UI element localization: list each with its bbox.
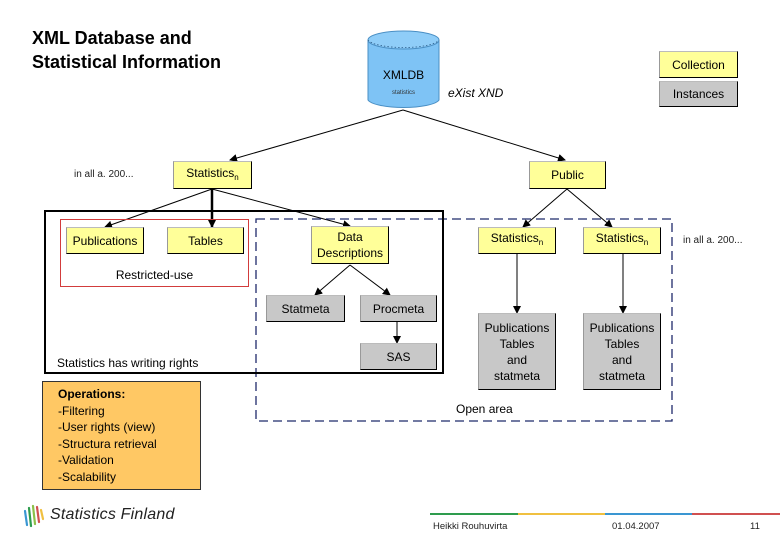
slide-title-line1: XML Database and xyxy=(32,28,192,48)
edge-public-stat2 xyxy=(566,188,613,228)
legend-collection-label: Collection xyxy=(672,57,725,72)
operations-item: -User rights (view) xyxy=(58,420,156,434)
node-public-statistics-1-label: Statisticsn xyxy=(490,231,544,247)
node-tables[interactable]: Tables xyxy=(167,227,244,254)
restricted-use-label: Restricted-use xyxy=(115,268,194,282)
footer-author: Heikki Rouhuvirta xyxy=(433,521,508,532)
statistics-finland-logo-icon xyxy=(23,504,45,528)
edge-xmldb-public xyxy=(402,109,566,162)
node-public-statistics-1[interactable]: Statisticsn xyxy=(478,227,556,254)
public-count-note: in all a. 200... xyxy=(683,235,743,246)
statistics-write-area xyxy=(44,210,444,374)
node-procmeta-label: Procmeta xyxy=(372,301,425,316)
footer-bar-green xyxy=(430,513,518,515)
slide-title: XML Database and Statistical Information xyxy=(32,26,221,74)
node-public[interactable]: Public xyxy=(529,161,606,189)
writing-rights-label: Statistics has writing rights xyxy=(57,356,199,370)
node-tables-label: Tables xyxy=(188,233,223,248)
edge-datadesc-statmeta xyxy=(314,264,351,296)
statistics-count-note: in all a. 200... xyxy=(74,169,134,180)
database-engine-note: eXist XND xyxy=(448,86,504,100)
xmldb-label: XMLDB xyxy=(382,68,425,82)
database-cylinder-icon xyxy=(367,30,440,108)
node-public-statistics-2-label: Statisticsn xyxy=(595,231,649,247)
slide-title-line2: Statistical Information xyxy=(32,52,222,72)
node-statistics[interactable]: Statisticsn xyxy=(173,161,252,189)
operations-item: -Structura retrieval xyxy=(58,436,157,451)
node-sas[interactable]: SAS xyxy=(360,343,437,370)
footer-page-number: 11 xyxy=(750,521,760,532)
node-public-label: Public xyxy=(551,168,584,182)
legend-collection: Collection xyxy=(659,51,738,78)
node-procmeta[interactable]: Procmeta xyxy=(360,295,437,322)
operations-panel: Operations: -Filtering -User rights (vie… xyxy=(42,381,201,490)
node-statmeta-label: Statmeta xyxy=(281,301,330,316)
node-statmeta[interactable]: Statmeta xyxy=(266,295,345,322)
xmldb-database: XMLDB statistics xyxy=(367,30,440,110)
operations-item: -Validation xyxy=(58,453,114,467)
legend-instances: Instances xyxy=(659,81,738,107)
operations-heading: Operations: xyxy=(58,387,126,401)
operations-item: -Scalability xyxy=(58,469,117,484)
legend-instances-label: Instances xyxy=(672,87,725,101)
footer-bar-blue xyxy=(605,513,692,515)
operations-item: -Filtering xyxy=(58,403,105,418)
open-area-label: Open area xyxy=(456,402,513,416)
node-publications[interactable]: Publications xyxy=(66,227,144,254)
node-public-statistics-2[interactable]: Statisticsn xyxy=(583,227,661,254)
edge-statistics-datadesc xyxy=(211,188,351,229)
open-area-border xyxy=(255,218,673,422)
node-publications-label: Publications xyxy=(72,233,138,248)
xmldb-sublabel: statistics xyxy=(391,90,415,96)
edge-statistics-publications xyxy=(104,188,213,229)
footer-bar-yellow xyxy=(518,513,605,515)
footer-bar-red xyxy=(692,513,780,515)
footer-date: 01.04.2007 xyxy=(612,521,660,532)
edge-datadesc-procmeta xyxy=(349,264,391,296)
edge-public-stat1 xyxy=(522,188,568,228)
statistics-finland-logo-text: Statistics Finland xyxy=(50,506,175,523)
node-sas-label: SAS xyxy=(386,349,411,364)
restricted-use-area xyxy=(60,219,249,287)
edge-xmldb-statistics xyxy=(229,109,404,162)
node-statistics-label: Statisticsn xyxy=(186,165,239,182)
